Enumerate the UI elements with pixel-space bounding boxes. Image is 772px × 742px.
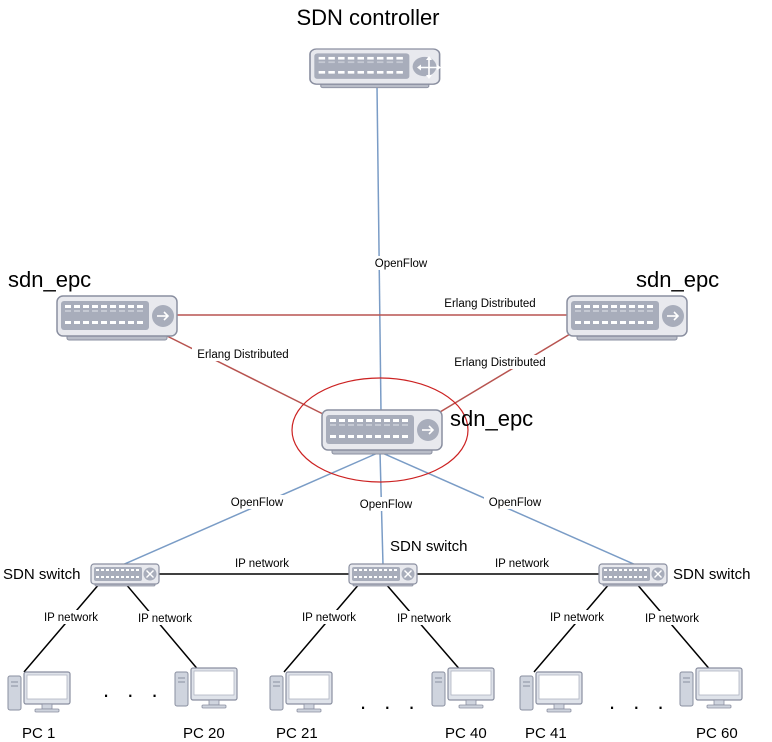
label-erlang-top: Erlang Distributed (444, 298, 535, 310)
link-ip-pc20 (124, 582, 201, 673)
link-erlang-right (429, 327, 581, 419)
epc-center-device[interactable] (321, 409, 443, 455)
label-ip-pc40: IP network (397, 613, 451, 625)
label-switch-center: SDN switch (390, 538, 468, 555)
label-controller: SDN controller (296, 5, 439, 30)
pc-60-device[interactable] (679, 667, 743, 709)
label-openflow-center: OpenFlow (360, 499, 413, 511)
label-switch-left: SDN switch (3, 566, 81, 583)
label-ip-pc41: IP network (550, 612, 604, 624)
link-ip-pc21 (283, 582, 361, 673)
link-ip-pc40 (384, 582, 463, 673)
label-openflow-left: OpenFlow (231, 497, 284, 509)
arrow-right-icon (157, 311, 170, 321)
label-ip-pc60: IP network (645, 613, 699, 625)
label-openflow-right: OpenFlow (489, 497, 542, 509)
link-openflow-controller (376, 85, 382, 413)
arrow-right-icon (422, 425, 435, 435)
ellipsis-3: . . . (609, 689, 670, 714)
pc-1-device[interactable] (7, 671, 71, 713)
label-pc-41: PC 41 (525, 725, 567, 742)
label-pc-20: PC 20 (183, 725, 225, 742)
label-ip-pc20: IP network (138, 613, 192, 625)
label-ip-switch-right: IP network (495, 558, 549, 570)
label-epc-center: sdn_epc (450, 406, 533, 431)
label-switch-right: SDN switch (673, 566, 751, 583)
ellipsis-1: . . . (103, 677, 164, 702)
link-ip-pc1 (23, 582, 101, 673)
label-pc-21: PC 21 (276, 725, 318, 742)
pc-40-device[interactable] (431, 667, 495, 709)
arrow-right-icon (667, 311, 680, 321)
pc-41-device[interactable] (519, 671, 583, 713)
label-pc-60: PC 60 (696, 725, 738, 742)
label-erlang-right: Erlang Distributed (454, 357, 545, 369)
switch-right-device[interactable] (598, 563, 668, 587)
pc-21-device[interactable] (269, 671, 333, 713)
epc-left-device[interactable] (56, 295, 178, 341)
router-icon (417, 56, 441, 79)
pc-20-device[interactable] (174, 667, 238, 709)
label-epc-left: sdn_epc (8, 267, 91, 292)
label-erlang-left: Erlang Distributed (197, 349, 288, 361)
switch-left-device[interactable] (90, 563, 160, 587)
highlight-ellipse (291, 377, 469, 483)
link-ip-pc41 (533, 582, 611, 673)
link-ip-pc60 (635, 582, 713, 673)
link-erlang-left (154, 329, 336, 421)
label-epc-right: sdn_epc (636, 267, 719, 292)
label-pc-1: PC 1 (22, 725, 55, 742)
label-openflow-top: OpenFlow (375, 258, 428, 270)
epc-right-device[interactable] (566, 295, 688, 341)
ellipsis-2: . . . (360, 689, 421, 714)
label-ip-switch-left: IP network (235, 558, 289, 570)
switch-center-device[interactable] (348, 563, 418, 587)
label-ip-pc1: IP network (44, 612, 98, 624)
label-ip-pc21: IP network (302, 612, 356, 624)
label-pc-40: PC 40 (445, 725, 487, 742)
